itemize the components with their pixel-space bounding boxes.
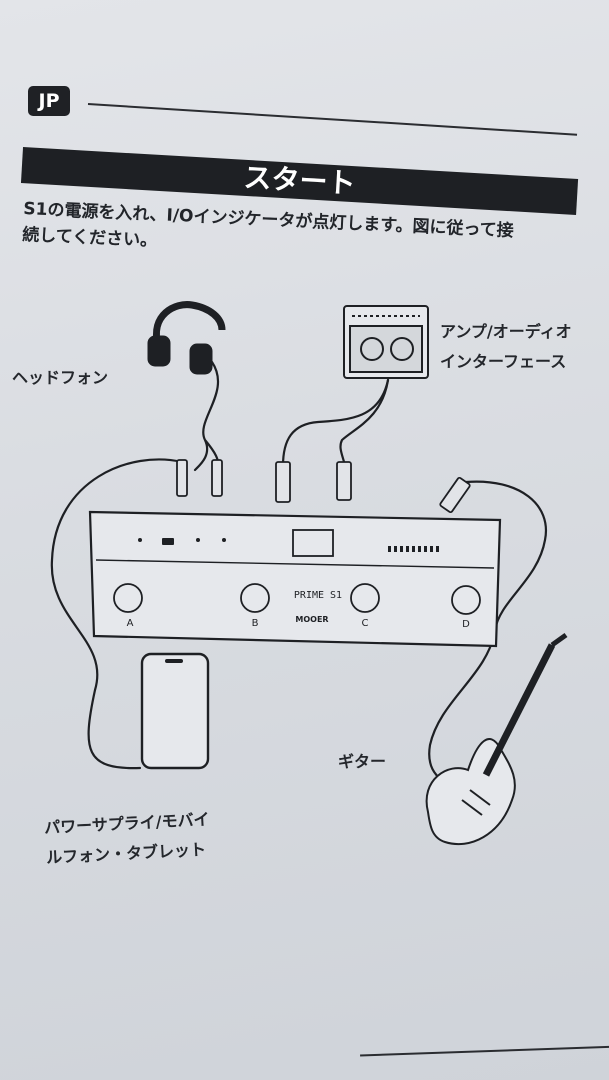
amp-cable-1 (281, 378, 390, 468)
headphone-plug-1 (176, 459, 188, 497)
language-badge: JP (28, 86, 70, 116)
amp-plug-1 (275, 461, 291, 503)
device-display (292, 529, 334, 557)
guitar-plug (439, 476, 471, 514)
top-panel-icons (138, 538, 226, 545)
guitar-label: ギター (338, 752, 387, 771)
headphones-icon (147, 301, 226, 375)
power-cable (50, 458, 184, 770)
mobile-phone-icon (140, 652, 210, 770)
headphone-plug-2 (211, 459, 223, 497)
prime-s1-device: PRIME S1 MOOER A B C D (88, 510, 502, 648)
footswitch-d (451, 585, 481, 615)
footswitch-label-a: A (127, 618, 134, 629)
footswitch-b (240, 583, 270, 613)
footswitch-label-b: B (252, 618, 259, 629)
amp-label-line-1: アンプ/オーディオ (440, 322, 572, 341)
level-meter (388, 546, 439, 552)
device-model: PRIME S1 (294, 590, 342, 601)
footswitch-label-c: C (362, 618, 369, 629)
device-brand: MOOER (295, 615, 328, 624)
headphones-label: ヘッドフォン (12, 368, 109, 387)
footswitch-a (113, 583, 143, 613)
amplifier-icon (343, 305, 429, 379)
amp-cable-2 (339, 378, 390, 468)
amp-plug-2 (336, 461, 352, 501)
amp-label-line-2: インターフェース (440, 352, 567, 371)
guitar-icon (425, 632, 568, 846)
footswitch-c (350, 583, 380, 613)
headphone-cable (193, 360, 220, 472)
footswitch-label-d: D (462, 619, 470, 630)
